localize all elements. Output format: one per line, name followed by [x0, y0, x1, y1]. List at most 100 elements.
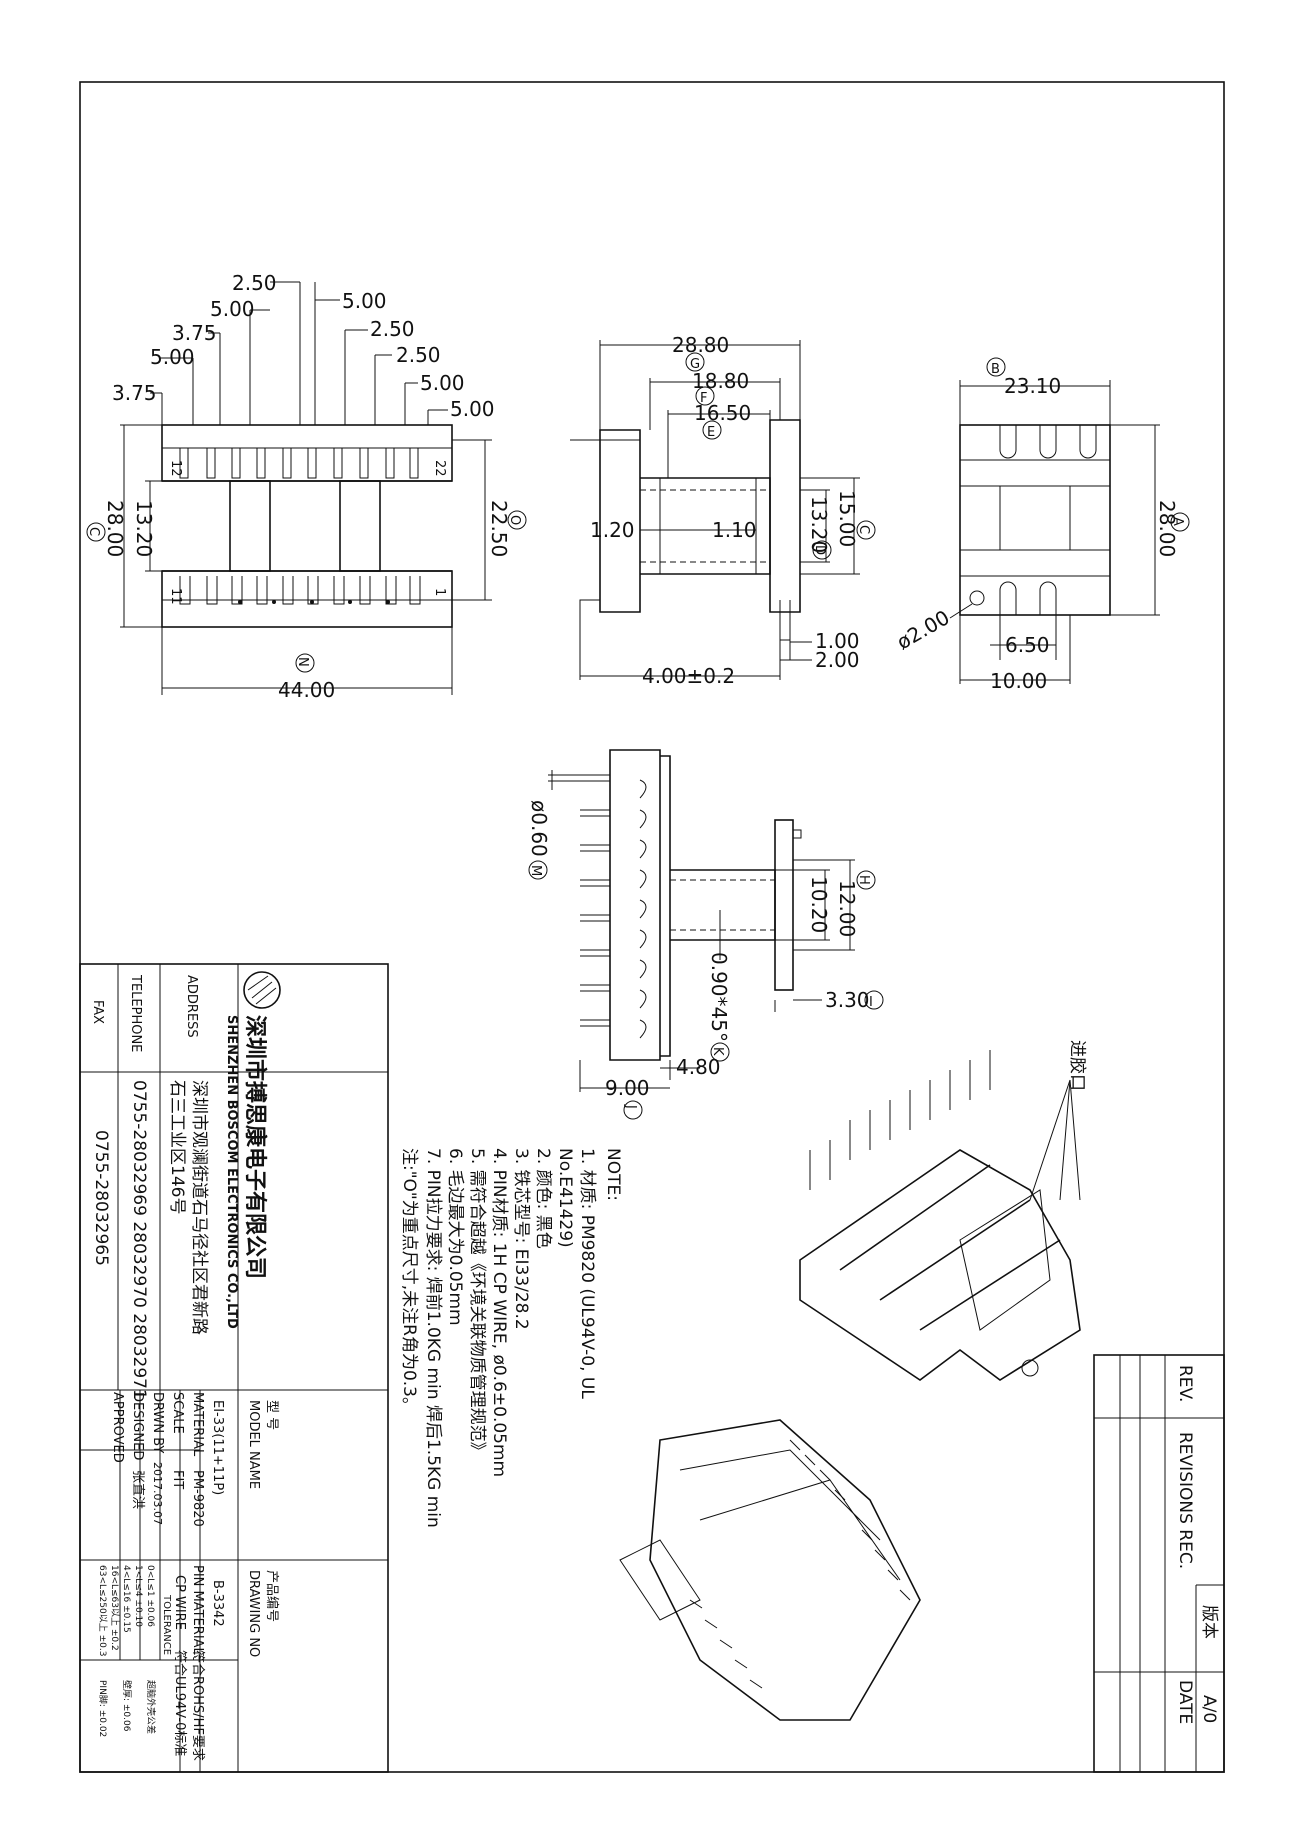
- approved-label: APPROVED: [110, 1392, 125, 1463]
- width-dim: 44.00: [278, 678, 335, 702]
- drwn-label: DRWN BY: [150, 1392, 165, 1453]
- side-view: 28.80 18.80 16.50 G F E 1.20 1.10 13.20 …: [570, 333, 876, 688]
- lower-marker-j: J: [623, 1104, 638, 1109]
- drawing-label: DRAWING NO: [246, 1570, 261, 1657]
- model-label: MODEL NAME: [246, 1400, 261, 1489]
- pin-label-12: 12: [168, 460, 183, 477]
- lower-marker-i: I: [869, 995, 873, 1010]
- pin-label-11: 11: [168, 588, 183, 605]
- telephone-label: TELEPHONE: [128, 974, 143, 1052]
- note-line-6: 5. 需符合超越《环境关联物质管理规范》: [467, 1148, 487, 1459]
- lower-dim-d3: 0.90*45°: [707, 952, 731, 1042]
- injection-label: 进胶口: [1067, 1040, 1087, 1091]
- tol2-2: 壁厚: ±0.06: [121, 1680, 133, 1732]
- end-dim-top: 23.10: [1004, 374, 1061, 398]
- telephone: 0755-28032969 28032970 28032971: [129, 1080, 149, 1400]
- designed-label: DESIGNED: [130, 1392, 145, 1460]
- pin-material: CP WIRE: [172, 1575, 187, 1630]
- top-dim-3: 3.75: [172, 321, 217, 345]
- width-marker: N: [295, 657, 310, 667]
- side-dim-center: 1.10: [712, 518, 757, 542]
- side-marker-g: G: [690, 357, 700, 372]
- side-dim-small1: 1.00: [815, 629, 860, 653]
- ul: 符合UL94V-0标准: [172, 1650, 188, 1756]
- lower-dim-d2: 10.20: [807, 876, 831, 933]
- end-view: 23.10 B 28.00 A ø2.00 6.50 10.00: [893, 357, 1190, 693]
- company-name-cn: 深圳市搏思康电子有限公司: [242, 1015, 268, 1279]
- side-dim-r-inner: 13.20: [807, 496, 831, 553]
- left-marker: C: [86, 527, 101, 536]
- left-outer-dim: 28.00: [103, 500, 127, 557]
- top-dim-7: 2.50: [370, 317, 415, 341]
- rohs: 符合ROHS/HF要求: [190, 1650, 206, 1761]
- left-inner-dim: 13.20: [132, 500, 156, 557]
- end-marker-a: A: [1170, 517, 1185, 526]
- lower-dim-d5: 4.80: [676, 1055, 721, 1079]
- end-marker-b: B: [991, 362, 1000, 377]
- iso-view-top: [799, 1050, 1081, 1381]
- lower-marker-h: H: [856, 875, 871, 885]
- side-dim-top: 28.80: [672, 333, 729, 357]
- lower-dim-d6: 9.00: [605, 1076, 650, 1100]
- fax: 0755-28032965: [91, 1130, 111, 1266]
- scale: FIT: [170, 1470, 185, 1489]
- top-dim-10: 5.00: [450, 397, 495, 421]
- lower-marker-m: M: [528, 865, 543, 876]
- note-line-5: 4. PIN材质: 1H CP WIRE, ø0.6±0.05mm: [489, 1148, 509, 1477]
- drwn-date: 2017.03.07: [151, 1462, 164, 1525]
- side-marker-e: E: [707, 425, 715, 440]
- lower-dim-pin: ø0.60: [527, 800, 551, 857]
- address-line1: 深圳市观澜街道石马径社区君新路: [189, 1080, 209, 1335]
- sheet-border: [79, 81, 1225, 1773]
- top-dim-5: 3.75: [112, 381, 157, 405]
- note-line-3: 2. 颜色: 黑色: [533, 1148, 553, 1249]
- notes-title: NOTE:: [603, 1148, 623, 1201]
- iso-view-bottom: [619, 1419, 921, 1721]
- pin-material-label: PIN MATERIAL:: [190, 1565, 205, 1659]
- address-label: ADDRESS: [184, 975, 199, 1038]
- end-dim-right: 28.00: [1155, 500, 1179, 557]
- pin-label-1: 1: [432, 588, 447, 596]
- side-dim-small2: 2.00: [815, 648, 860, 672]
- drawing-label-cn: 产品编号: [264, 1570, 279, 1622]
- tol-1: 0<L≤1 ±0.06: [145, 1565, 155, 1627]
- side-marker-d: D: [812, 545, 827, 555]
- top-dim-9: 5.00: [420, 371, 465, 395]
- side-dim-r-outer: 15.00: [835, 490, 859, 547]
- top-dim-1: 2.50: [232, 271, 277, 295]
- material-label: MATERIAL: [190, 1392, 205, 1457]
- side-dim-bottom: 4.00±0.2: [642, 664, 735, 688]
- end-dim-hole: ø2.00: [893, 605, 954, 654]
- version: A/0: [1199, 1695, 1219, 1723]
- side-dim-left: 1.20: [590, 518, 635, 542]
- end-dim-slot: 6.50: [1005, 633, 1050, 657]
- note-line-2: No.E41429): [555, 1148, 575, 1248]
- tol-4: 16<L≤63以上 ±0.2: [109, 1565, 120, 1651]
- version-label: 版本: [1199, 1605, 1219, 1639]
- revision-block: REV. REVISIONS REC. DATE 版本 A/0: [1093, 1354, 1225, 1773]
- tol2-3: PIN脚: ±0.02: [97, 1680, 108, 1737]
- address-line2: 石三工业区146号: [167, 1080, 187, 1214]
- side-marker-c: C: [856, 525, 871, 534]
- notes-footnote: 注:"O"为重点尺寸,未注R角为0.3。: [399, 1148, 419, 1414]
- lower-view: ø0.60 M 12.00 H 10.20 0.90*45° K 3.30 I …: [527, 749, 884, 1120]
- top-dim-4: 5.00: [150, 345, 195, 369]
- tol-3: 4<L≤16 ±0.15: [121, 1565, 131, 1633]
- designer: 张直洪: [130, 1470, 145, 1509]
- lower-marker-k: K: [710, 1047, 725, 1056]
- company-name-en: SHENZHEN BOSCOM ELECTRONICS CO.,LTD: [224, 1015, 239, 1329]
- tol-2: 1<L≤4 ±0.10: [133, 1565, 143, 1627]
- end-dim-bottom: 10.00: [990, 669, 1047, 693]
- tolerance-label: TOLERANCE: [161, 1594, 172, 1655]
- notes-block: NOTE: 1. 材质: PM9820 (UL94V-0, UL No.E414…: [399, 1148, 623, 1528]
- top-dim-6: 5.00: [342, 289, 387, 313]
- lower-dim-d4: 3.30: [825, 988, 870, 1012]
- tol-5: 63<L≤250以上 ±0.3: [97, 1565, 108, 1656]
- note-line-7: 6. 毛边最大为0.05mm: [445, 1148, 465, 1326]
- side-dim-mid: 18.80: [692, 369, 749, 393]
- material: PM-9820: [190, 1470, 205, 1527]
- fax-label: FAX: [90, 1000, 105, 1024]
- right-dim: 22.50: [487, 500, 511, 557]
- top-dim-2: 5.00: [210, 297, 255, 321]
- drawing-no: B-3342: [210, 1580, 225, 1627]
